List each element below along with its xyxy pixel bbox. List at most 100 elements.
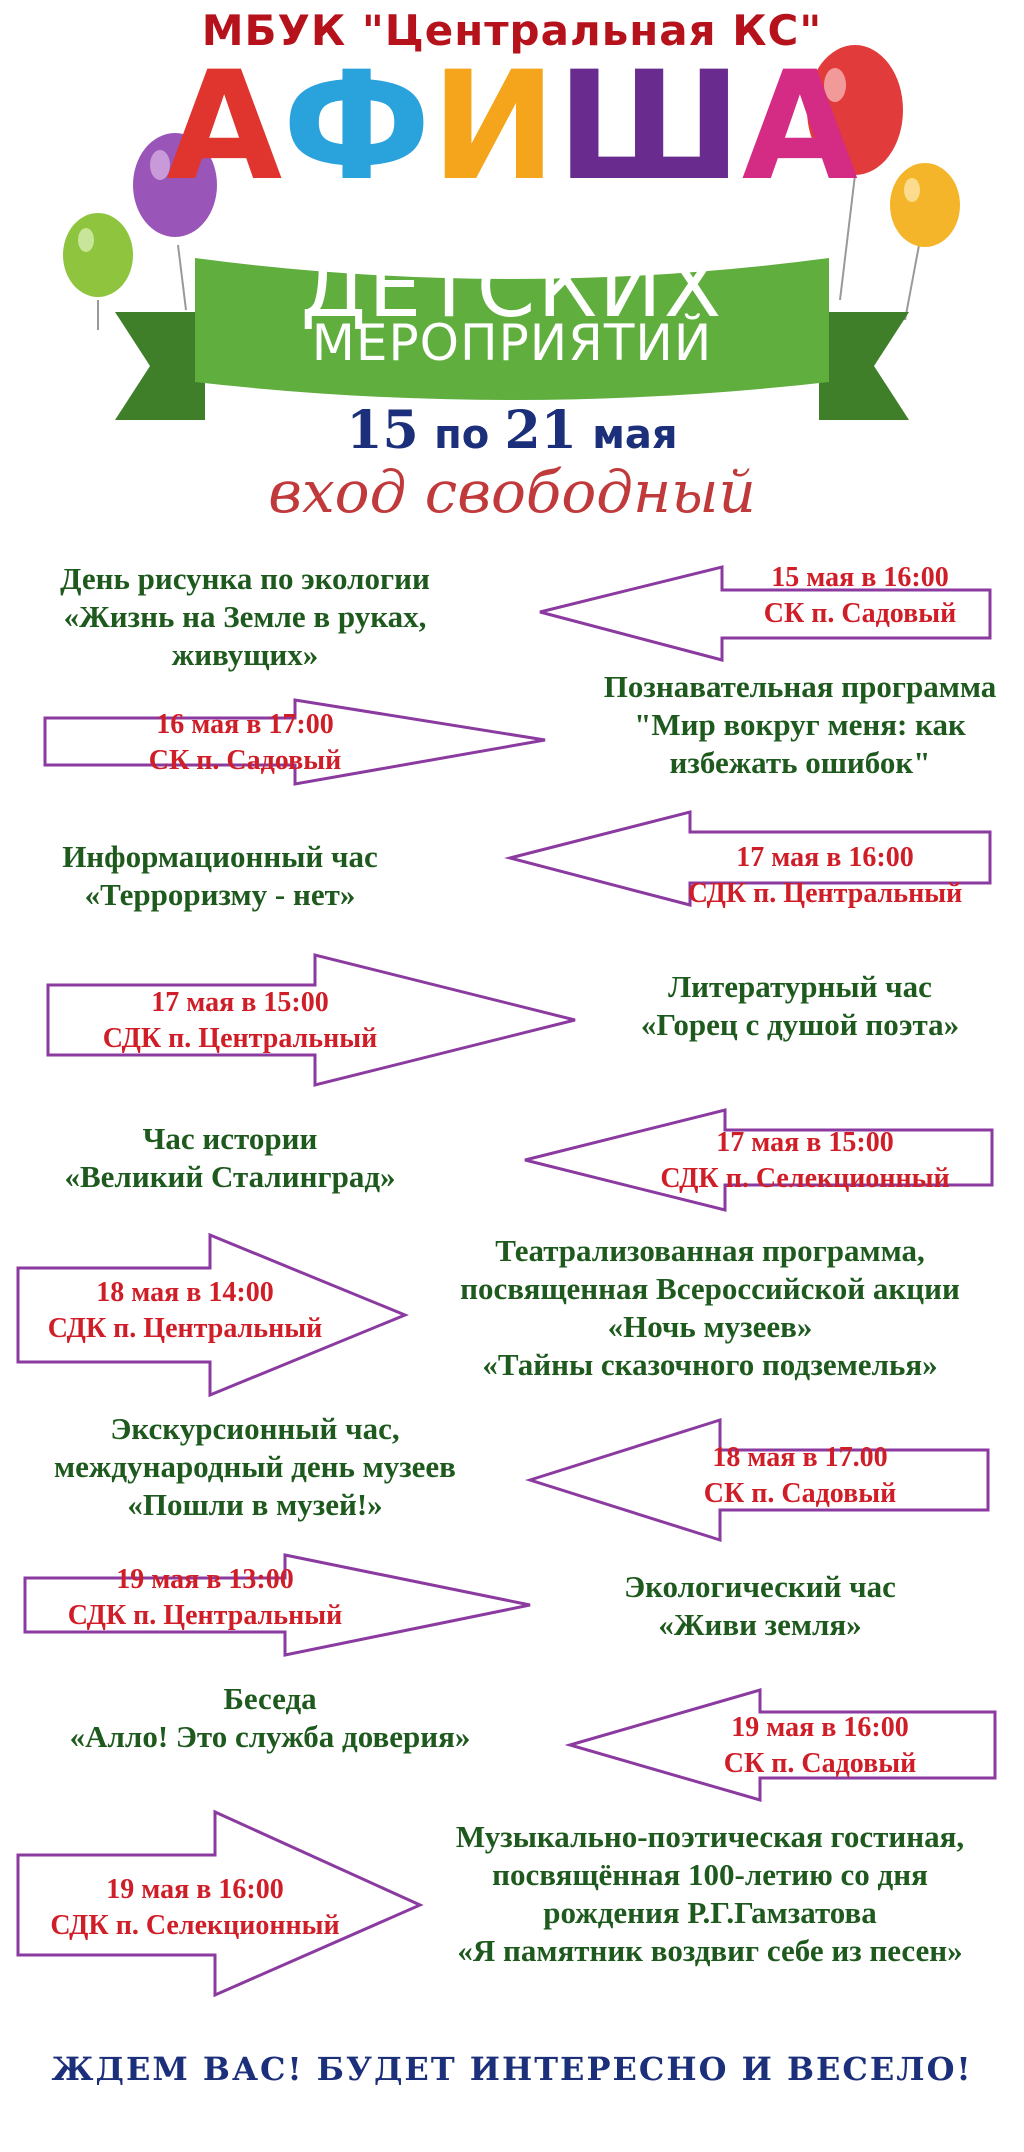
- event-title-line: Экскурсионный час,: [110, 1411, 400, 1446]
- event-title-line: Экологический час: [624, 1569, 896, 1604]
- poster-title-letter: Ш: [556, 40, 742, 214]
- event-time-place: 15 мая в 16:00 СК п. Садовый: [710, 560, 1010, 632]
- event-title-line: «Я памятник воздвиг себе из песен»: [457, 1933, 963, 1968]
- event-title-line: рождения Р.Г.Гамзатова: [543, 1895, 877, 1930]
- event-place: СДК п. Центральный: [687, 878, 963, 909]
- organization-name: МБУК "Центральная КС": [201, 6, 823, 55]
- event-title-line: избежать ошибок": [669, 745, 931, 780]
- event-time-place: 19 мая в 16:00 СК п. Садовый: [660, 1710, 980, 1782]
- arrow-left: [525, 1417, 990, 1543]
- event-place: СДК п. Селекционный: [660, 1163, 950, 1194]
- arrow-left: [564, 1688, 997, 1802]
- balloon-red: [807, 45, 903, 301]
- event-time: 19 мая в 16:00: [106, 1874, 284, 1905]
- event-time-place: 18 мая в 14:00 СДК п. Центральный: [20, 1275, 350, 1347]
- date-separator: по: [434, 412, 490, 458]
- arrow-left: [539, 565, 992, 662]
- event-place: СК п. Садовый: [703, 1478, 897, 1509]
- event-place: СДК п. Центральный: [47, 1313, 323, 1344]
- poster-title-letters: АФИША: [166, 52, 858, 202]
- event-title-line: посвященная Всероссийской акции: [460, 1271, 960, 1306]
- event-place: СДК п. Центральный: [67, 1600, 343, 1631]
- event-title-line: Литературный час: [668, 969, 932, 1004]
- date-range: 15 по 21 мая: [0, 400, 1024, 461]
- arrow-left: [524, 1108, 994, 1212]
- event-place: СК п. Садовый: [723, 1748, 917, 1779]
- event-title-line: живущих»: [171, 637, 319, 672]
- event-time-place: 17 мая в 16:00 СДК п. Центральный: [660, 840, 990, 912]
- event-title-line: «Алло! Это служба доверия»: [69, 1719, 471, 1754]
- date-from: 15: [346, 400, 419, 461]
- arrow-right: [46, 953, 576, 1087]
- event-title-line: Час истории: [142, 1121, 318, 1156]
- event-title-line: "Мир вокруг меня: как: [634, 707, 966, 742]
- arrow-left: [504, 810, 992, 907]
- event-title: Час истории «Великий Сталинград»: [20, 1120, 440, 1196]
- banner-ribbon: [115, 258, 909, 420]
- poster-title-letter: А: [741, 40, 858, 214]
- event-time-place: 16 мая в 17:00 СК п. Садовый: [95, 707, 395, 779]
- arrow-right: [23, 1553, 531, 1657]
- event-title-line: посвящённая 100-летию со дня: [492, 1857, 928, 1892]
- event-title: Театрализованная программа, посвященная …: [400, 1232, 1020, 1384]
- event-title-line: «Тайны сказочного подземелья»: [482, 1347, 938, 1382]
- admission-note: вход свободный: [268, 458, 756, 526]
- event-title: Познавательная программа "Мир вокруг мен…: [590, 668, 1010, 782]
- event-title-line: международный день музеев: [54, 1449, 456, 1484]
- event-place: СК п. Садовый: [148, 745, 342, 776]
- event-title-line: «Жизнь на Земле в руках,: [63, 599, 427, 634]
- event-time: 18 мая в 17.00: [712, 1442, 888, 1473]
- event-title-line: День рисунка по экологии: [60, 561, 430, 596]
- arrow-right: [16, 1809, 424, 1998]
- arrows: [16, 565, 997, 1998]
- event-title-line: Театрализованная программа,: [495, 1233, 925, 1268]
- event-title: День рисунка по экологии «Жизнь на Земле…: [20, 560, 470, 674]
- event-time-place: 17 мая в 15:00 СДК п. Селекционный: [610, 1125, 1000, 1197]
- event-title: Экологический час «Живи земля»: [560, 1568, 960, 1644]
- balloon-purple: [133, 133, 217, 311]
- event-title: Литературный час «Горец с душой поэта»: [590, 968, 1010, 1044]
- balloon-yellow: [890, 163, 960, 321]
- event-time-place: 18 мая в 17.00 СК п. Садовый: [630, 1440, 970, 1512]
- event-time: 19 мая в 16:00: [731, 1712, 909, 1743]
- event-time: 17 мая в 15:00: [151, 987, 329, 1018]
- event-time-place: 19 мая в 13:00 СДК п. Центральный: [40, 1562, 370, 1634]
- event-time: 19 мая в 13:00: [116, 1564, 294, 1595]
- poster-title: АФИША: [0, 52, 1024, 202]
- event-time: 16 мая в 17:00: [156, 709, 334, 740]
- event-title-line: Познавательная программа: [603, 669, 997, 704]
- poster-title-letter: И: [430, 40, 557, 214]
- arrow-right: [43, 698, 546, 786]
- event-title: Беседа «Алло! Это служба доверия»: [20, 1680, 520, 1756]
- footer-slogan: ЖДЕМ ВАС! БУДЕТ ИНТЕРЕСНО И ВЕСЕЛО!: [51, 2050, 973, 2088]
- event-title-line: «Пошли в музей!»: [127, 1487, 383, 1522]
- event-place: СК п. Садовый: [763, 598, 957, 629]
- event-title: Информационный час «Терроризму - нет»: [20, 838, 420, 914]
- balloon-green: [63, 213, 133, 330]
- event-time: 17 мая в 16:00: [736, 842, 914, 873]
- event-title-line: «Живи земля»: [658, 1607, 862, 1642]
- poster-title-letter: Ф: [282, 40, 431, 214]
- event-time: 15 мая в 16:00: [771, 562, 949, 593]
- poster-title-letter: А: [166, 40, 283, 214]
- banner-line-2: МЕРОПРИЯТИЙ: [311, 314, 713, 372]
- event-place: СДК п. Центральный: [102, 1023, 378, 1054]
- event-time: 17 мая в 15:00: [716, 1127, 894, 1158]
- event-title-line: Беседа: [223, 1681, 317, 1716]
- event-title: Музыкально-поэтическая гостиная, посвящё…: [400, 1818, 1020, 1970]
- event-title-line: «Горец с душой поэта»: [640, 1007, 960, 1042]
- date-month: мая: [592, 412, 678, 458]
- event-time-place: 19 мая в 16:00 СДК п. Селекционный: [20, 1872, 370, 1944]
- event-title-line: Музыкально-поэтическая гостиная,: [455, 1819, 965, 1854]
- event-title-line: Информационный час: [62, 839, 378, 874]
- event-time-place: 17 мая в 15:00 СДК п. Центральный: [60, 985, 420, 1057]
- event-title-line: «Великий Сталинград»: [64, 1159, 396, 1194]
- date-to: 21: [504, 400, 577, 461]
- event-title-line: «Терроризму - нет»: [84, 877, 356, 912]
- event-title-line: «Ночь музеев»: [607, 1309, 813, 1344]
- event-time: 18 мая в 14:00: [96, 1277, 274, 1308]
- banner-line-1: ДЕТСКИХ: [300, 238, 724, 336]
- event-place: СДК п. Селекционный: [50, 1910, 340, 1941]
- event-title: Экскурсионный час, международный день му…: [10, 1410, 500, 1524]
